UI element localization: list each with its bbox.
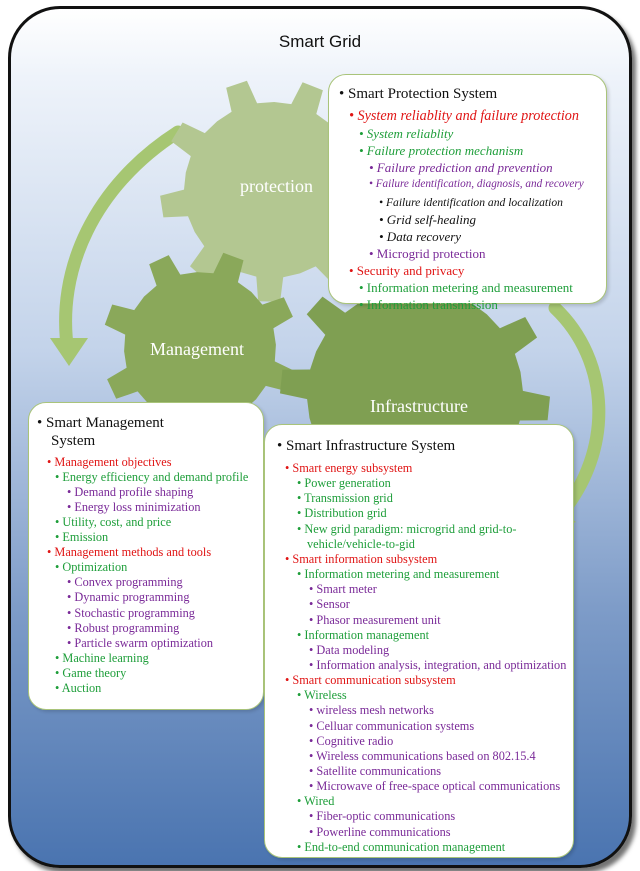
list-item: • Smart communication subsystem [285,673,456,688]
list-item: vehicle/vehicle-to-gid [307,536,415,551]
management-box-title-line2: System [51,433,96,449]
list-item: • Smart information subsystem [285,551,438,566]
list-item: • Particle swarm optimization [67,635,214,650]
list-item: • Information metering and measurement [297,567,500,582]
list-item: • Management objectives [47,455,172,469]
infrastructure-gear-label: Infrastructure [370,396,468,416]
list-item: • Smart meter [309,582,377,597]
list-item: • Machine learning [55,650,149,665]
list-item: • Stochastic programming [67,605,195,620]
list-item: • End-to-end communication management [297,839,506,854]
list-item: • wireless mesh networks [309,703,434,718]
infrastructure-system-box: • Smart Infrastructure System • Smart en… [264,424,574,858]
list-item: • Failure identification, diagnosis, and… [369,178,584,191]
list-item: • Data recovery [379,228,462,244]
list-item: • Sensor [309,597,350,612]
diagram-title: Smart Grid [278,32,362,51]
list-item: • Failure prediction and prevention [369,160,553,176]
list-item: • Energy loss minimization [67,500,201,515]
gear-protection-shape [160,80,384,302]
list-item: • Information transmission [359,297,498,313]
arrow-infrastructure-return [548,301,606,522]
list-item: • Optimization [55,560,128,575]
list-item: • Robust programming [67,620,180,635]
list-item: • Powerline communications [309,824,451,839]
management-box-title: • Smart Management [37,415,164,431]
management-gear-label: Management [150,339,244,359]
list-item: • Information analysis, integration, and… [309,657,567,672]
list-item: • Distribution grid [297,506,387,521]
list-item: • Failure protection mechanism [359,143,524,159]
list-item: • Transmission grid [297,491,393,506]
protection-box-title: • Smart Protection System [339,86,498,102]
list-item: • Failure identification and localizatio… [379,195,563,209]
list-item: • Wired [297,794,335,809]
list-item: • Wireless communications based on 802.1… [309,748,536,763]
list-item: • Microwave of free-space optical commun… [309,779,561,794]
list-item: • Game theory [55,665,127,680]
management-system-box: • Smart Management System • Management o… [28,402,264,710]
list-item: • Celluar communication systems [309,718,475,733]
list-item: • Demand profile shaping [67,485,194,500]
protection-gear [160,80,384,302]
protection-gear-label: protection [240,176,313,196]
management-gear [104,252,296,444]
list-item: • System reliablity and failure protecti… [349,108,579,124]
list-item: • Dynamic programming [67,590,190,605]
list-item: • Wireless [297,688,347,703]
list-item: • Phasor measurement unit [309,612,441,627]
list-item: • Cognitive radio [309,733,394,748]
list-item: • Fiber-optic communications [309,809,456,824]
list-item: • Information metering and measurement [359,280,573,295]
list-item: • Power generation [297,476,391,491]
list-item: • Information management [297,627,430,642]
list-item: • Security and privacy [349,262,465,278]
arrow-protection-to-management [59,125,185,359]
list-item: • Data modeling [309,642,390,657]
arrow-head-management [50,338,88,366]
list-item: • Utility, cost, and price [55,515,172,530]
infrastructure-box-title: • Smart Infrastructure System [277,438,456,454]
list-item: • Energy efficiency and demand profile [55,470,249,485]
protection-system-box: • Smart Protection System • System relia… [328,74,607,312]
list-item: • Smart energy subsystem [285,461,413,475]
list-item: • Microgrid protection [369,245,486,261]
list-item: • New grid paradigm: microgrid and grid-… [297,521,517,536]
list-item: • Management methods and tools [47,545,212,560]
list-item: • Convex programming [67,575,183,590]
list-item: • Grid self-healing [379,211,476,227]
list-item: • System reliablity [359,126,454,142]
list-item: • Satellite communications [309,764,442,778]
list-item: • Emission [55,530,109,545]
list-item: • Auction [55,680,102,695]
gear-management-shape [104,252,296,444]
